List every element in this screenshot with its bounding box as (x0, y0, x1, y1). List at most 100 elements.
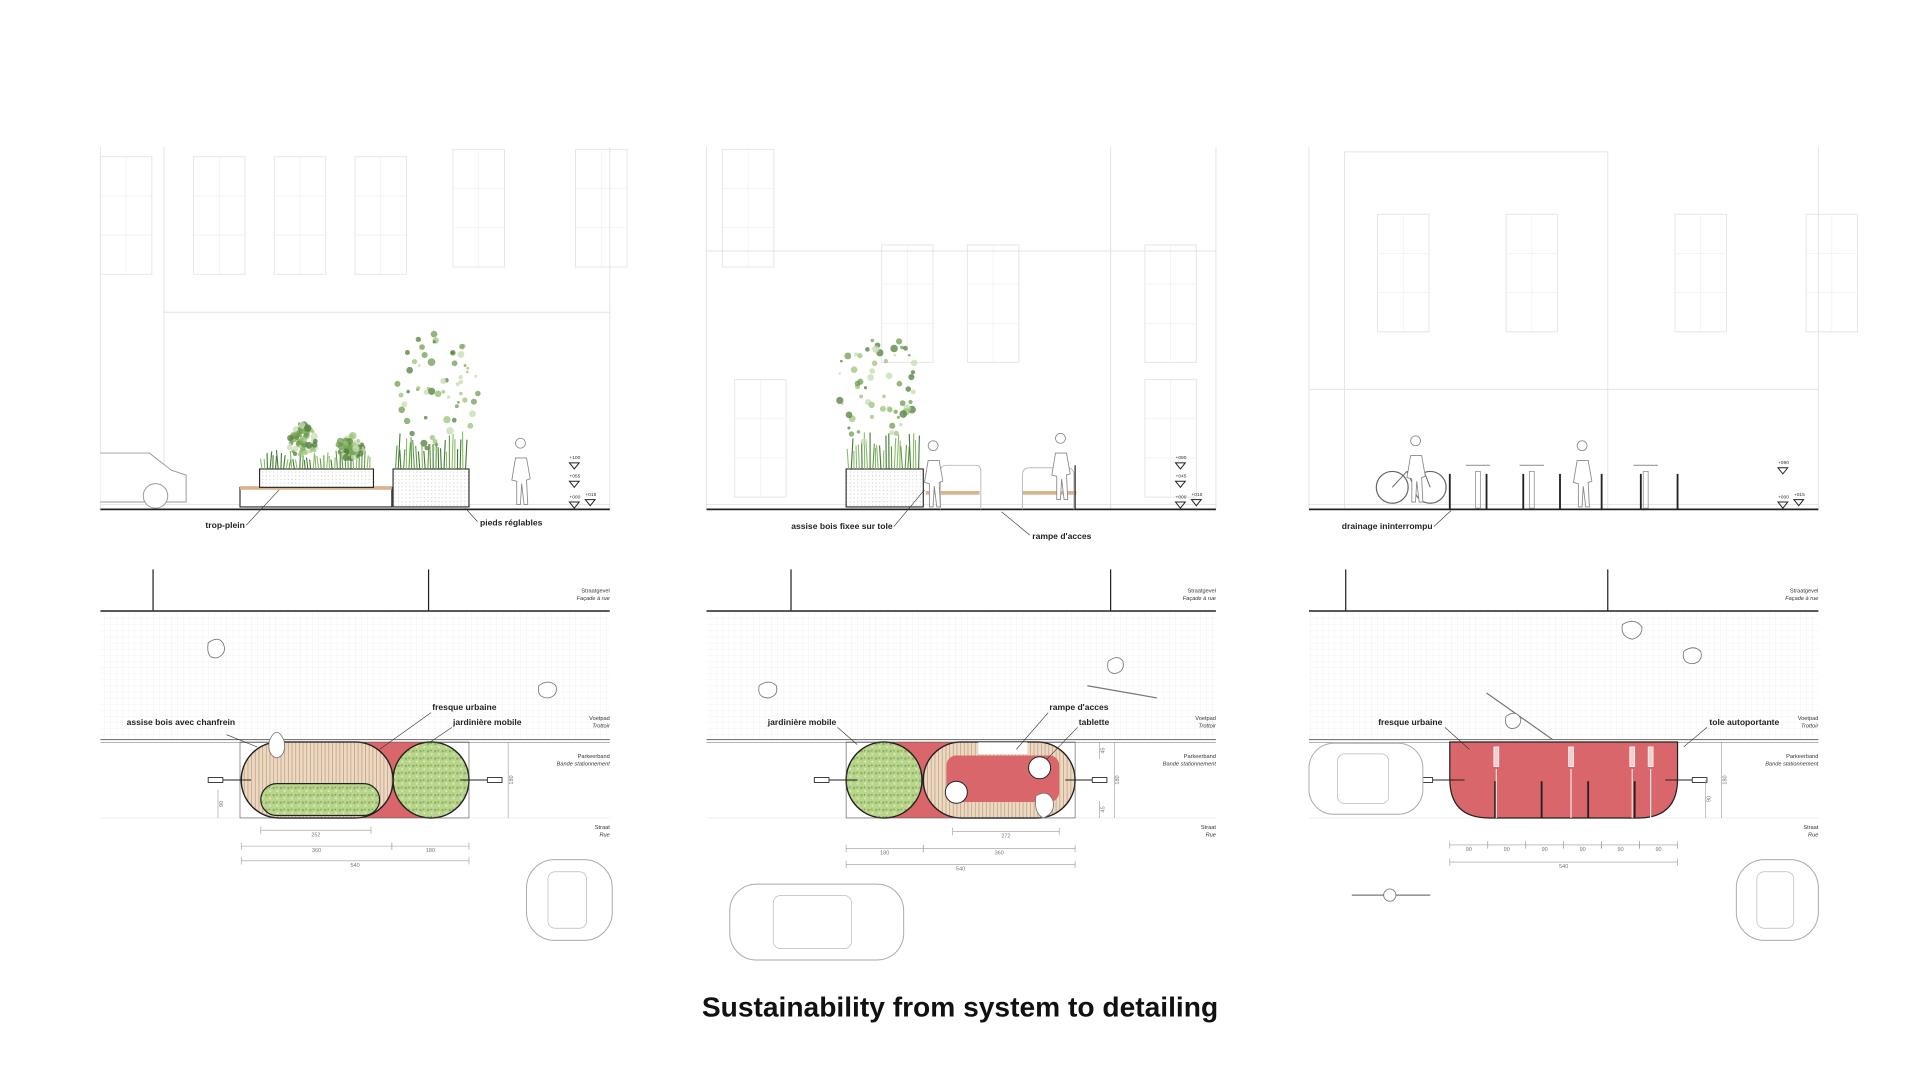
dimension-value: 45 (1100, 806, 1106, 812)
label-rampe-dacces: rampe d'acces (1049, 702, 1108, 712)
leaf (299, 450, 303, 454)
bicycle-plan (1569, 747, 1574, 767)
zone-label-street-fr: Rue (1808, 832, 1818, 838)
planter-box (260, 469, 374, 487)
leaf (905, 386, 911, 392)
leaf (457, 351, 464, 358)
dimension-value: 90 (1580, 847, 1586, 853)
dimension-value: 180 (509, 775, 515, 784)
leaf (394, 381, 400, 387)
grass-blade (430, 444, 431, 469)
leaf (311, 433, 318, 440)
leaf (844, 352, 851, 359)
anchor-plate (1692, 778, 1707, 783)
grass-blade (460, 440, 461, 469)
leaf (357, 439, 360, 442)
leaf (867, 374, 874, 381)
zone-label-facade-fr: Façade à rue (1785, 596, 1818, 602)
leaf (894, 431, 899, 436)
leaf (880, 406, 886, 412)
label-jardiniere-mobile: jardinière mobile (767, 717, 837, 727)
zone-label-sidewalk-fr: Trottoir (1801, 723, 1820, 729)
dimension-value: 90 (1466, 847, 1472, 853)
leaf (911, 370, 915, 374)
grass-blade (452, 434, 453, 469)
dimension-value: 90 (1707, 796, 1713, 802)
anchor-plate (208, 778, 223, 783)
pedestrian-top-icon (759, 682, 777, 698)
leaf (869, 368, 875, 374)
seat-frame (940, 465, 980, 509)
label-fresque-urbaine: fresque urbaine (1378, 717, 1442, 727)
leaf (416, 386, 420, 390)
leaf (836, 397, 843, 404)
grass-blade (281, 453, 282, 469)
grass-blade (289, 459, 291, 469)
grass (847, 432, 919, 469)
tall-planter-box (846, 469, 923, 507)
leaf (431, 331, 438, 338)
leaf (416, 337, 421, 342)
grass-blade (315, 455, 316, 469)
dimension-value: 180 (1115, 775, 1121, 784)
zone-label-parking: Parkeerband (578, 754, 610, 760)
leaf (908, 374, 914, 380)
leaf (405, 350, 410, 355)
grass-blade (284, 455, 286, 469)
leaf (293, 452, 297, 456)
wood-seat (1022, 491, 1076, 495)
grass-blade (851, 438, 853, 469)
leaf (897, 416, 900, 419)
leaf (864, 386, 867, 389)
grass-blade (310, 460, 311, 469)
grass-blade (856, 446, 857, 469)
grass-blade (416, 446, 417, 469)
label-fresque-urbaine: fresque urbaine (432, 702, 496, 712)
leaf (452, 418, 457, 423)
table-top (945, 781, 967, 803)
building-facade (100, 147, 627, 509)
pedestrian-top-icon (208, 639, 225, 658)
grass-blade (422, 446, 423, 469)
grass-blade (915, 440, 916, 469)
leaf (847, 427, 850, 430)
level-value: +000 (1176, 494, 1187, 500)
grass-blade (877, 445, 879, 469)
anchor-plate (487, 778, 502, 783)
dimension-value: 540 (351, 863, 360, 869)
dimension-value: 180 (880, 851, 889, 857)
grass-blade (438, 447, 439, 469)
grass-blade (913, 433, 914, 469)
leaf (406, 367, 413, 374)
label-assise-bois-fixee: assise bois fixee sur tole (791, 521, 893, 531)
leaf (418, 364, 421, 367)
leaf (338, 443, 346, 451)
grass-blade (444, 440, 445, 469)
leaf (464, 364, 467, 367)
dimension-value: 360 (312, 848, 321, 854)
anchor-plate (1092, 778, 1107, 783)
grass-blade (396, 446, 397, 469)
grass-blade (424, 451, 425, 469)
label-jardiniere-mobile: jardinière mobile (452, 717, 522, 727)
zone-label-parking: Parkeerband (1184, 754, 1216, 760)
leaf (307, 449, 311, 453)
label-tablette: tablette (1079, 717, 1110, 727)
leaf (462, 397, 467, 402)
label-rampe-dacces: rampe d'acces (1032, 531, 1091, 541)
leaf (303, 433, 308, 438)
leaf (428, 358, 436, 366)
person-silhouette (924, 441, 942, 507)
cyclist-top-icon (1108, 658, 1124, 674)
label-trop-plein: trop-plein (205, 520, 244, 530)
level-value: +090 (1778, 460, 1789, 466)
leaf (872, 361, 877, 366)
anchor-plate (814, 778, 829, 783)
grass-blade (290, 451, 291, 469)
zone-label-sidewalk-fr: Trottoir (1199, 723, 1218, 729)
leaf (457, 401, 459, 403)
leaf (908, 354, 911, 357)
leaf (419, 344, 425, 350)
zone-label-parking-fr: Bande stationnement (557, 761, 611, 767)
leaf (851, 366, 858, 373)
